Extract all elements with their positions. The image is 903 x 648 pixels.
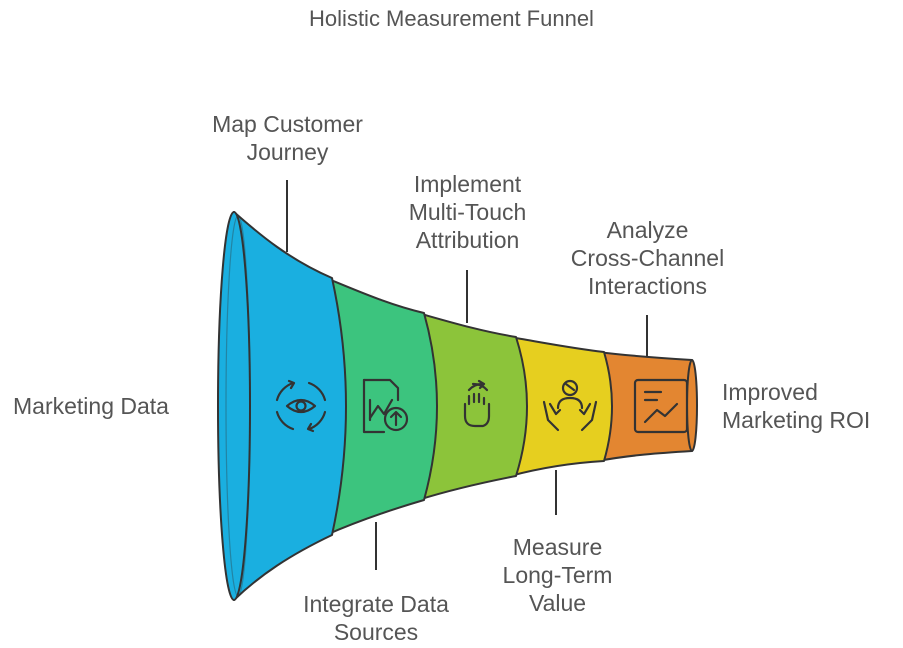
hand-gesture-icon	[463, 379, 491, 428]
funnel-stage-3	[417, 312, 528, 501]
funnel-mouth	[217, 211, 251, 601]
funnel-stage-2	[325, 277, 438, 536]
stage-4-label: Measure Long-Term Value	[502, 534, 613, 616]
output-label: Improved Marketing ROI	[722, 379, 871, 433]
diagram-title: Holistic Measurement Funnel	[309, 6, 594, 31]
stage-1-label: Map Customer Journey	[212, 111, 363, 165]
trend-chart-icon	[633, 378, 689, 434]
person-hands-icon	[542, 379, 598, 432]
chart-upload-icon	[362, 378, 409, 434]
input-label: Marketing Data	[13, 393, 169, 419]
stage-3-label: Implement Multi-Touch Attribution	[408, 171, 527, 253]
eye-cycle-icon	[275, 379, 327, 433]
stage-2-label: Integrate Data Sources	[303, 591, 449, 645]
funnel-stage-1	[233, 211, 347, 601]
funnel-stage-4	[509, 336, 613, 477]
stage-5-label: Analyze Cross-Channel Interactions	[570, 217, 725, 299]
